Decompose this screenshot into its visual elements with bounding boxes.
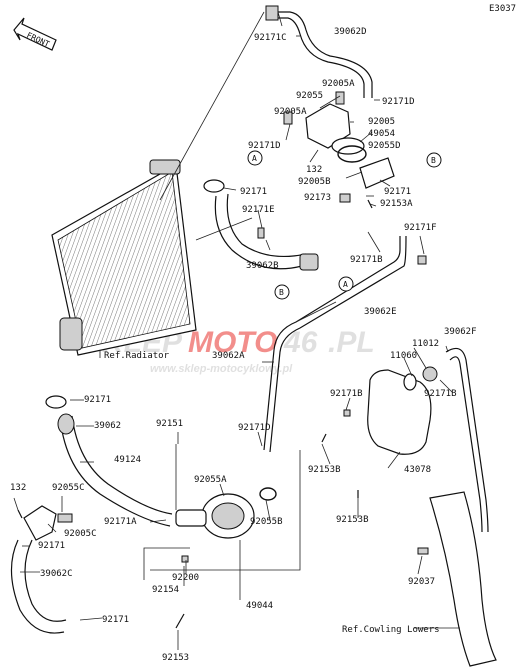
- label-92005c: 92005C: [64, 529, 97, 539]
- label-92005a-mid: 92005A: [274, 107, 307, 117]
- label-92153b-top: 92153B: [308, 465, 341, 475]
- label-92200: 92200: [172, 573, 199, 583]
- label-92171d-low: 92171D: [238, 423, 271, 433]
- label-92171d-top: 92171D: [382, 97, 415, 107]
- callout-b-upper: B: [426, 152, 442, 168]
- label-39062b: 39062B: [246, 261, 279, 271]
- label-92037: 92037: [408, 577, 435, 587]
- label-92171b-top: 92171B: [350, 255, 383, 265]
- hose-39062c: [10, 539, 65, 634]
- label-39062e: 39062E: [364, 307, 397, 317]
- label-132-left: 132: [10, 483, 26, 493]
- label-11060: 11060: [390, 351, 417, 361]
- label-92055c: 92055C: [52, 483, 85, 493]
- leader-lines: [13, 11, 460, 650]
- pipe-39062e: [263, 236, 401, 451]
- label-92055: 92055: [296, 91, 323, 101]
- label-43078: 43078: [404, 465, 431, 475]
- label-92171c: 92171C: [254, 33, 287, 43]
- label-92171b-mid: 92171B: [330, 389, 363, 399]
- label-49124: 49124: [114, 455, 141, 465]
- front-arrow-icon: FRONT: [13, 17, 57, 51]
- label-92055b: 92055B: [250, 517, 283, 527]
- label-92055a: 92055A: [194, 475, 227, 485]
- svg-text:B: B: [279, 288, 284, 297]
- hose-49124: [59, 417, 171, 527]
- thermostat-housing-illustration: [283, 91, 395, 189]
- callout-a-lower: A: [338, 276, 354, 292]
- label-39062f: 39062F: [444, 327, 477, 337]
- pipe-39062f: [445, 347, 489, 533]
- callout-b-lower: B: [274, 284, 290, 300]
- reservoir-tank-illustration: [367, 366, 438, 455]
- watermark-brand-mid: MOTO: [188, 326, 277, 359]
- bolts: [17, 193, 429, 629]
- label-92005b: 92005B: [298, 177, 331, 187]
- label-92171f: 92171F: [404, 223, 437, 233]
- label-39062c: 39062C: [40, 569, 73, 579]
- label-92153: 92153: [162, 653, 189, 663]
- svg-text:A: A: [343, 280, 348, 289]
- watermark-brand-num: 46: [283, 326, 318, 359]
- label-92153b-low: 92153B: [336, 515, 369, 525]
- callout-a-upper: A: [247, 150, 263, 166]
- svg-text:A: A: [252, 154, 257, 163]
- diagram-code: E3037: [489, 4, 516, 14]
- label-132-top: 132: [306, 165, 322, 175]
- hose-39062d: [272, 11, 373, 98]
- label-92171e: 92171E: [242, 205, 275, 215]
- watermark-url: www.sklep-motocyklowy.pl: [150, 363, 293, 375]
- clamp-92171c: [265, 5, 279, 21]
- label-92005: 92005: [368, 117, 395, 127]
- svg-text:B: B: [431, 156, 436, 165]
- label-39062d: 39062D: [334, 27, 367, 37]
- cowling-lower-illustration: [429, 491, 497, 667]
- part-labels: 92171C 39062D 92005A 92055 92171D 92005A…: [10, 27, 477, 663]
- label-ref-radiator: Ref.Radiator: [104, 351, 170, 361]
- label-39062: 39062: [94, 421, 121, 431]
- label-92154: 92154: [152, 585, 179, 595]
- label-92151: 92151: [156, 419, 183, 429]
- label-92171-bottom: 92171: [102, 615, 129, 625]
- label-ref-cowling-lowers: Ref.Cowling Lowers: [342, 625, 440, 635]
- label-49054: 49054: [368, 129, 395, 139]
- label-92005a-top: 92005A: [322, 79, 355, 89]
- label-49044: 49044: [246, 601, 273, 611]
- label-92153a: 92153A: [380, 199, 413, 209]
- label-92171-mid: 92171: [240, 187, 267, 197]
- label-92171-lower-left: 92171: [38, 541, 65, 551]
- radiator-illustration: [51, 159, 197, 356]
- label-39062a: 39062A: [212, 351, 245, 361]
- label-92171d-left: 92171D: [248, 141, 281, 151]
- label-92055d: 92055D: [368, 141, 401, 151]
- label-92171-left: 92171: [84, 395, 111, 405]
- label-11012: 11012: [412, 339, 439, 349]
- label-92171-right: 92171: [384, 187, 411, 197]
- watermark-brand-tld: .PL: [328, 326, 375, 359]
- water-pump-illustration: [175, 487, 277, 539]
- hose-39062b: [214, 195, 303, 270]
- label-92173: 92173: [304, 193, 331, 203]
- label-92171a: 92171A: [104, 517, 137, 527]
- label-92171b-right: 92171B: [424, 389, 457, 399]
